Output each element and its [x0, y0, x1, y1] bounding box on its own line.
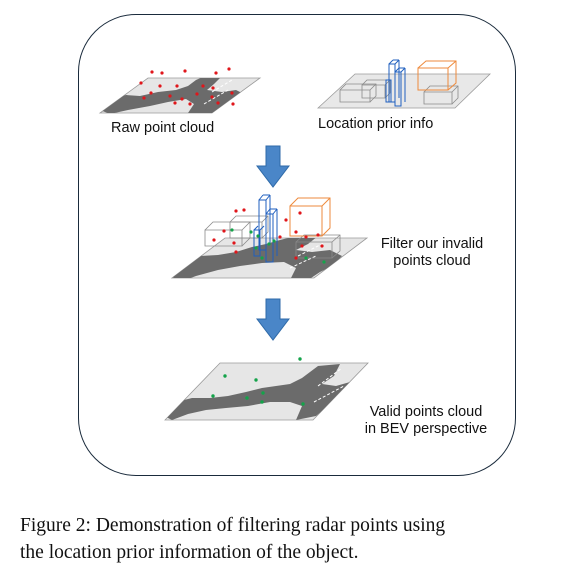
filter-label: Filter our invalid points cloud	[362, 236, 502, 270]
orange-box	[289, 197, 331, 237]
blue-boxes	[253, 194, 278, 263]
bev-panel	[164, 357, 369, 421]
orange-box	[417, 60, 457, 91]
valid-points	[211, 357, 305, 406]
valid-label-line2: in BEV perspective	[364, 421, 488, 437]
filter-panel	[170, 194, 369, 279]
raw-point-cloud-label: Raw point cloud	[111, 120, 215, 136]
diagram-frame	[78, 14, 516, 476]
figure-caption: Figure 2: Demonstration of filtering rad…	[20, 512, 580, 566]
filter-label-line2: points cloud	[393, 253, 471, 269]
ground-plane	[316, 73, 491, 109]
invalid-points	[212, 208, 324, 260]
grey-boxes	[204, 215, 341, 259]
road-map	[172, 238, 342, 278]
invalid-points	[139, 67, 235, 106]
valid-label-line1: Valid points cloud	[369, 404, 483, 420]
road-map	[165, 364, 362, 420]
down-arrow-icon	[255, 298, 291, 341]
location-prior-panel	[316, 59, 491, 109]
blue-boxes	[385, 59, 406, 107]
filter-label-line1: Filter our invalid	[380, 236, 484, 252]
valid-points-label: Valid points cloud in BEV perspective	[344, 404, 508, 438]
caption-line2: the location prior information of the ob…	[20, 542, 359, 563]
caption-line1: Figure 2: Demonstration of filtering rad…	[20, 515, 446, 536]
raw-point-cloud-panel	[98, 67, 262, 114]
down-arrow-icon	[255, 145, 291, 188]
valid-points	[230, 228, 326, 264]
location-prior-label: Location prior info	[318, 116, 434, 132]
